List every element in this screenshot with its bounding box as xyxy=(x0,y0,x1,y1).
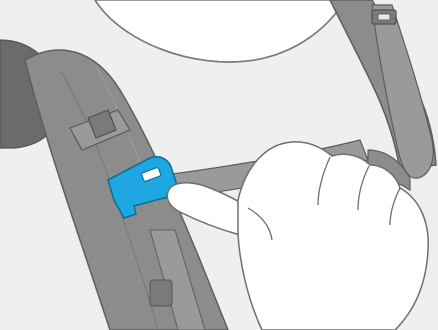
lower-webbing-keeper xyxy=(150,280,172,306)
right-strap-ladderlock-slot xyxy=(378,14,390,20)
